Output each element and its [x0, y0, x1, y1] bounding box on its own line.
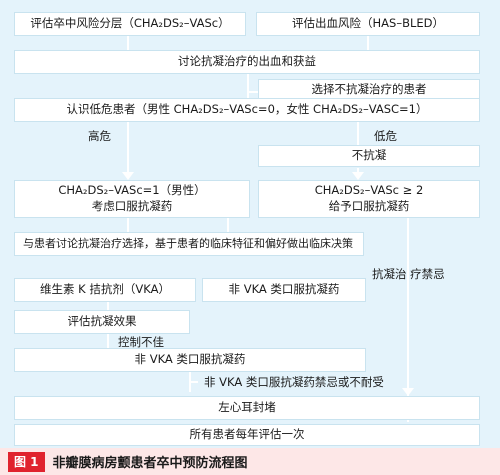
- shared-decision-box: 与患者讨论抗凝治疗选择，基于患者的临床特征和偏好做出临床决策: [14, 232, 364, 256]
- vka-text: 维生素 K 拮抗剂（VKA）: [40, 282, 170, 297]
- no-anticoag-box: 不抗凝: [258, 145, 480, 167]
- figure-tag: 图 1: [8, 451, 45, 472]
- flowchart-canvas: 评估卒中风险分层（CHA₂DS₂–VASc） 评估出血风险（HAS–BLED） …: [0, 0, 500, 448]
- evaluate-effect-box: 评估抗凝效果: [14, 310, 190, 334]
- noac-text-1: 非 VKA 类口服抗凝药: [228, 282, 340, 297]
- noac-box-2: 非 VKA 类口服抗凝药: [14, 348, 366, 372]
- figure-title: 非瓣膜病房颤患者卒中预防流程图: [52, 456, 248, 471]
- noac-intolerant-label: 非 VKA 类口服抗凝药禁忌或不耐受: [204, 375, 384, 389]
- score-two-line2: 给予口服抗凝药: [328, 199, 410, 213]
- noac-text-2: 非 VKA 类口服抗凝药: [134, 352, 246, 367]
- contraindication-label: 抗凝治 疗禁忌: [372, 267, 445, 281]
- figure-caption: 图 1 非瓣膜病房颤患者卒中预防流程图: [0, 448, 500, 475]
- discuss-box: 讨论抗凝治疗的出血和获益: [14, 50, 480, 74]
- no-anticoag-text: 不抗凝: [351, 148, 387, 163]
- laa-occlusion-box: 左心耳封堵: [14, 396, 480, 420]
- discuss-text: 讨论抗凝治疗的出血和获益: [178, 54, 316, 69]
- poor-control-label: 控制不佳: [118, 335, 164, 349]
- connector-lines: [107, 36, 414, 422]
- choose-no-anticoag-box: 选择不抗凝治疗的患者: [258, 79, 480, 101]
- male-score-one-line1: CHA₂DS₂–VASc=1（男性）: [58, 183, 206, 198]
- choose-no-anticoag-text: 选择不抗凝治疗的患者: [311, 82, 427, 97]
- identify-low-risk-box: 认识低危患者（男性 CHA₂DS₂–VASc=0，女性 CHA₂DS₂–VASC…: [14, 98, 480, 122]
- annual-review-text: 所有患者每年评估一次: [189, 427, 305, 442]
- score-two-line1: CHA₂DS₂–VASc ≥ 2: [314, 183, 424, 198]
- male-score-one-box: CHA₂DS₂–VASc=1（男性） 考虑口服抗凝药: [14, 180, 250, 218]
- vka-box: 维生素 K 拮抗剂（VKA）: [14, 278, 196, 302]
- evaluate-effect-text: 评估抗凝效果: [67, 314, 137, 329]
- score-two-box: CHA₂DS₂–VASc ≥ 2 给予口服抗凝药: [258, 180, 480, 218]
- bleeding-risk-text: 评估出血风险（HAS–BLED）: [292, 16, 444, 31]
- stroke-risk-box: 评估卒中风险分层（CHA₂DS₂–VASc）: [14, 12, 246, 36]
- bleeding-risk-box: 评估出血风险（HAS–BLED）: [256, 12, 480, 36]
- stroke-risk-text: 评估卒中风险分层（CHA₂DS₂–VASc）: [30, 16, 230, 31]
- high-risk-label: 高危: [88, 129, 111, 143]
- noac-box-1: 非 VKA 类口服抗凝药: [202, 278, 366, 302]
- annual-review-box: 所有患者每年评估一次: [14, 424, 480, 446]
- shared-decision-text: 与患者讨论抗凝治疗选择，基于患者的临床特征和偏好做出临床决策: [23, 236, 353, 250]
- laa-occlusion-text: 左心耳封堵: [218, 400, 276, 415]
- male-score-one-line2: 考虑口服抗凝药: [91, 199, 173, 213]
- low-risk-label: 低危: [374, 129, 397, 143]
- identify-low-risk-text: 认识低危患者（男性 CHA₂DS₂–VASc=0，女性 CHA₂DS₂–VASC…: [66, 102, 428, 117]
